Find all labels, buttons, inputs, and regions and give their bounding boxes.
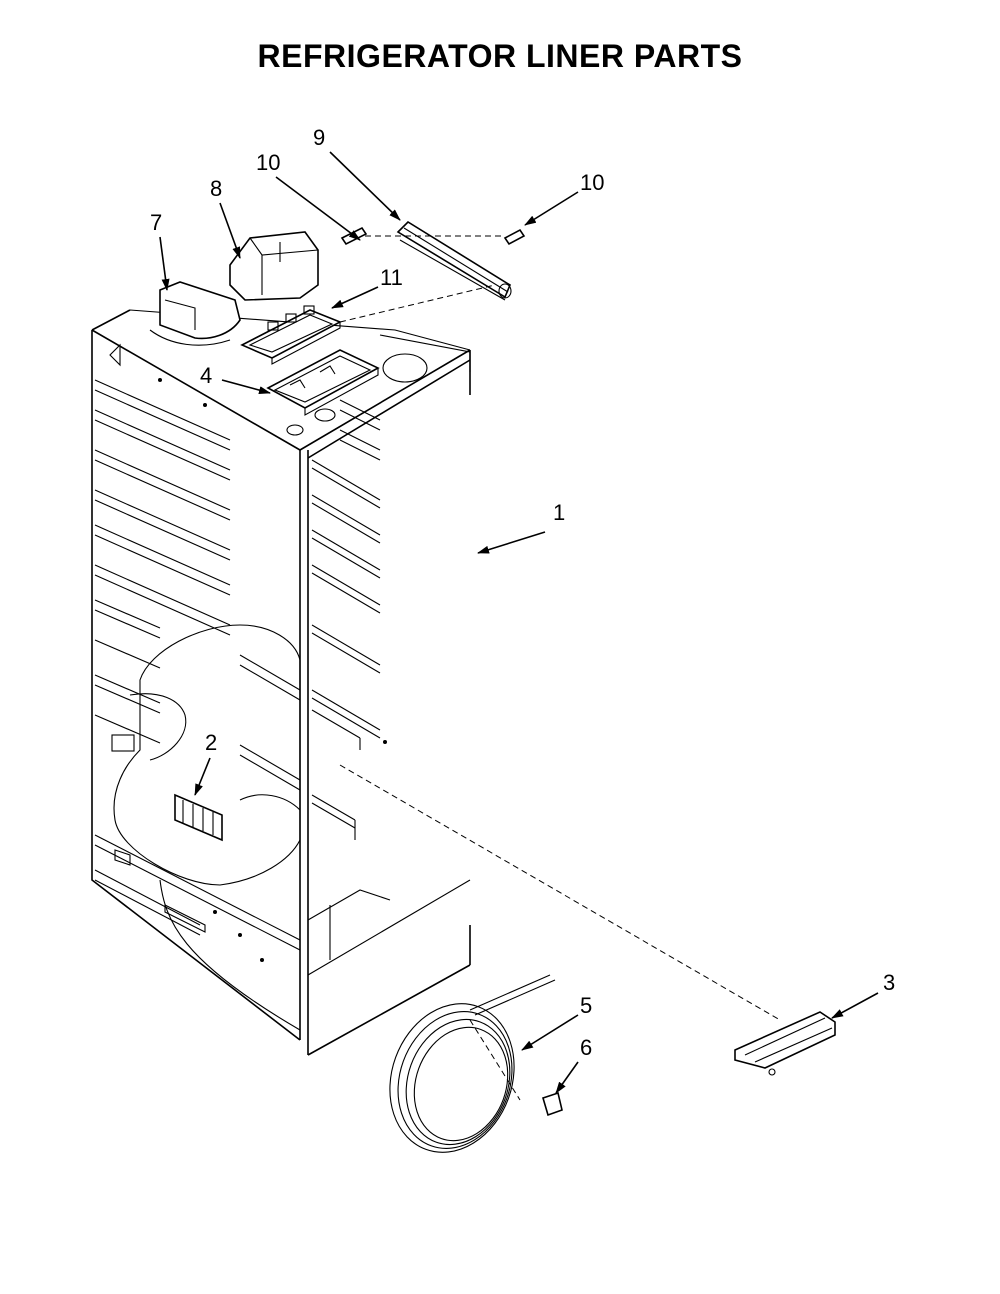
- part-2-clip: [174, 793, 223, 842]
- part-3-cover: [734, 1011, 836, 1076]
- part-11-control: [240, 305, 342, 365]
- part-6-fitting: [542, 1091, 563, 1117]
- diagram-title: REFRIGERATOR LINER PARTS: [257, 38, 743, 74]
- part-7-bracket: [149, 281, 241, 346]
- callout-2: 2: [205, 730, 217, 755]
- callout-11: 11: [380, 265, 403, 290]
- callout-8: 8: [210, 176, 222, 201]
- part-8-cover: [229, 231, 319, 301]
- callout-9: 9: [313, 125, 325, 150]
- callout-6: 6: [580, 1035, 592, 1060]
- callout-1: 1: [553, 500, 565, 525]
- callout-10-right: 10: [580, 170, 604, 195]
- callout-4: 4: [200, 363, 212, 388]
- part-9-lens: [396, 220, 512, 301]
- part-5-water-tube: [389, 974, 556, 1153]
- callout-5: 5: [580, 993, 592, 1018]
- callout-7: 7: [150, 210, 162, 235]
- part-10-screw-b: [503, 228, 526, 246]
- callout-10-left: 10: [256, 150, 280, 175]
- refrigerator-liner: [91, 309, 471, 1056]
- callout-3: 3: [883, 970, 895, 995]
- part-4-housing: [266, 349, 380, 416]
- alignment-lines: [339, 235, 781, 1101]
- callout-arrows: [159, 151, 879, 1094]
